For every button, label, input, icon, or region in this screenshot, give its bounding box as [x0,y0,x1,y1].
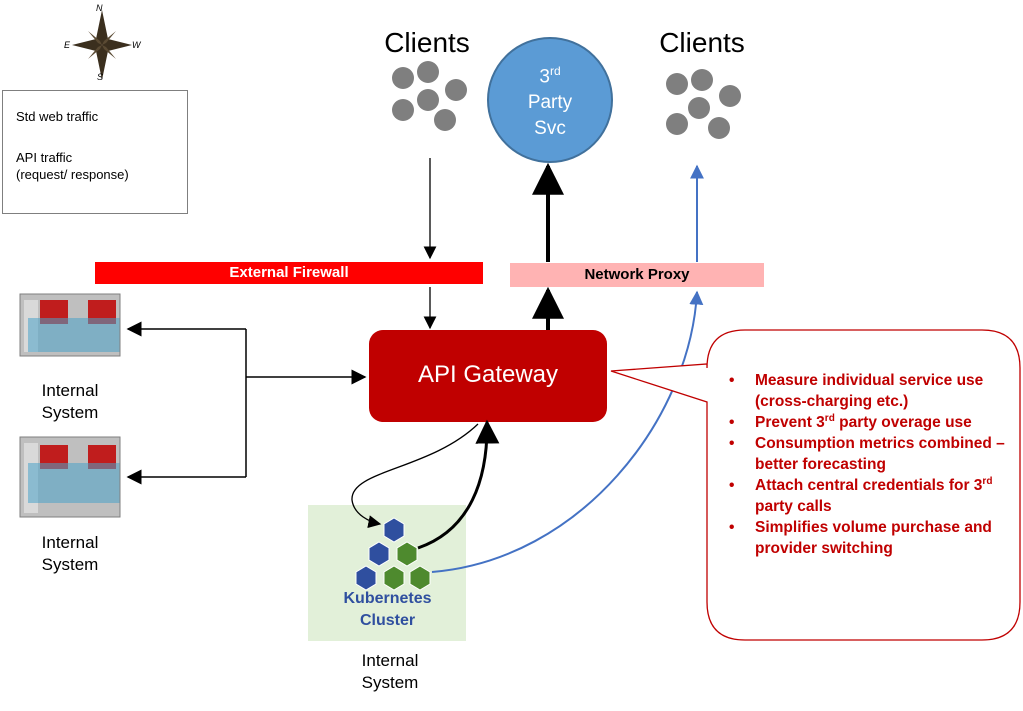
third-party-sup: rd [549,64,561,78]
clients-left-label: Clients [384,27,470,58]
benefit-1-text: Measure individual service use (cross-ch… [755,372,984,410]
third-party-service-circle [487,37,613,163]
compass-west-label: W [132,40,141,50]
kubernetes-line2: Cluster [359,612,416,629]
internal-system-2-line2: System [41,555,99,574]
internal-system-server-2 [19,436,121,518]
internal-system-server-1 [19,293,121,357]
benefit-2-post: party overage use [834,414,972,431]
kubernetes-web-traffic-arrow [431,290,704,573]
external-firewall-bar [95,262,483,284]
benefit-3-text: Consumption metrics combined – better fo… [755,435,1005,473]
kubernetes-cluster-label: Kubernetes Cluster [315,588,460,632]
compass-east-label: E [64,40,71,50]
benefit-5-text: Simplifies volume purchase and provider … [755,519,992,557]
benefit-4-post: party calls [755,498,832,515]
legend-box: Std web traffic API traffic (request/ re… [2,90,188,214]
clients-right-label: Clients [659,27,745,58]
benefit-4-pre: Attach central credentials for 3 [755,477,983,494]
legend-web-traffic-label: Std web traffic [16,109,99,124]
external-firewall-label: External Firewall [229,264,349,281]
benefit-item-4: Attach central credentials for 3rd party… [726,475,1016,517]
compass-north-label: N [96,3,103,13]
internal-system-2-line1: Internal [41,533,99,552]
kubernetes-to-gateway-arrow [417,419,500,550]
internal-system-1-label: Internal System [20,380,120,424]
internal-system-1-line1: Internal [41,381,99,400]
internal-system-3-line1: Internal [361,651,419,670]
clients-left-group [392,61,467,131]
third-party-line3: Svc [534,118,566,140]
third-party-line2: Party [527,92,573,114]
internal-system-3-label: Internal System [340,650,440,694]
benefit-item-1: Measure individual service use (cross-ch… [726,370,1016,412]
third-party-label: 3rd Party Svc [505,58,595,142]
api-gateway-box [369,330,607,422]
internal-system-1-line2: System [41,403,99,422]
benefit-2-sup: rd [824,412,835,424]
compass-rose-icon [72,10,132,80]
clients-right-group [666,69,741,139]
kubernetes-line1: Kubernetes [343,590,432,607]
network-proxy-label: Network Proxy [584,266,690,283]
third-party-number: 3 [539,66,550,88]
internal-system-3-line2: System [361,673,419,692]
compass-south-label: S [97,72,104,82]
kubernetes-hexagons [355,517,431,591]
api-gateway-label: API Gateway [417,361,559,388]
internal-system-2-label: Internal System [20,532,120,576]
benefit-item-5: Simplifies volume purchase and provider … [726,517,1016,559]
legend-api-traffic-sublabel: (request/ response) [16,167,129,182]
gateway-to-kubernetes-arrow [351,423,479,529]
benefit-2-pre: Prevent 3 [755,414,825,431]
benefit-item-2: Prevent 3rd party overage use [726,412,1016,433]
legend-api-traffic-label: API traffic [16,150,73,165]
benefits-list: Measure individual service use (cross-ch… [726,370,1016,559]
network-proxy-bar [510,263,764,287]
benefit-4-sup: rd [982,475,993,487]
benefit-item-3: Consumption metrics combined – better fo… [726,433,1016,475]
